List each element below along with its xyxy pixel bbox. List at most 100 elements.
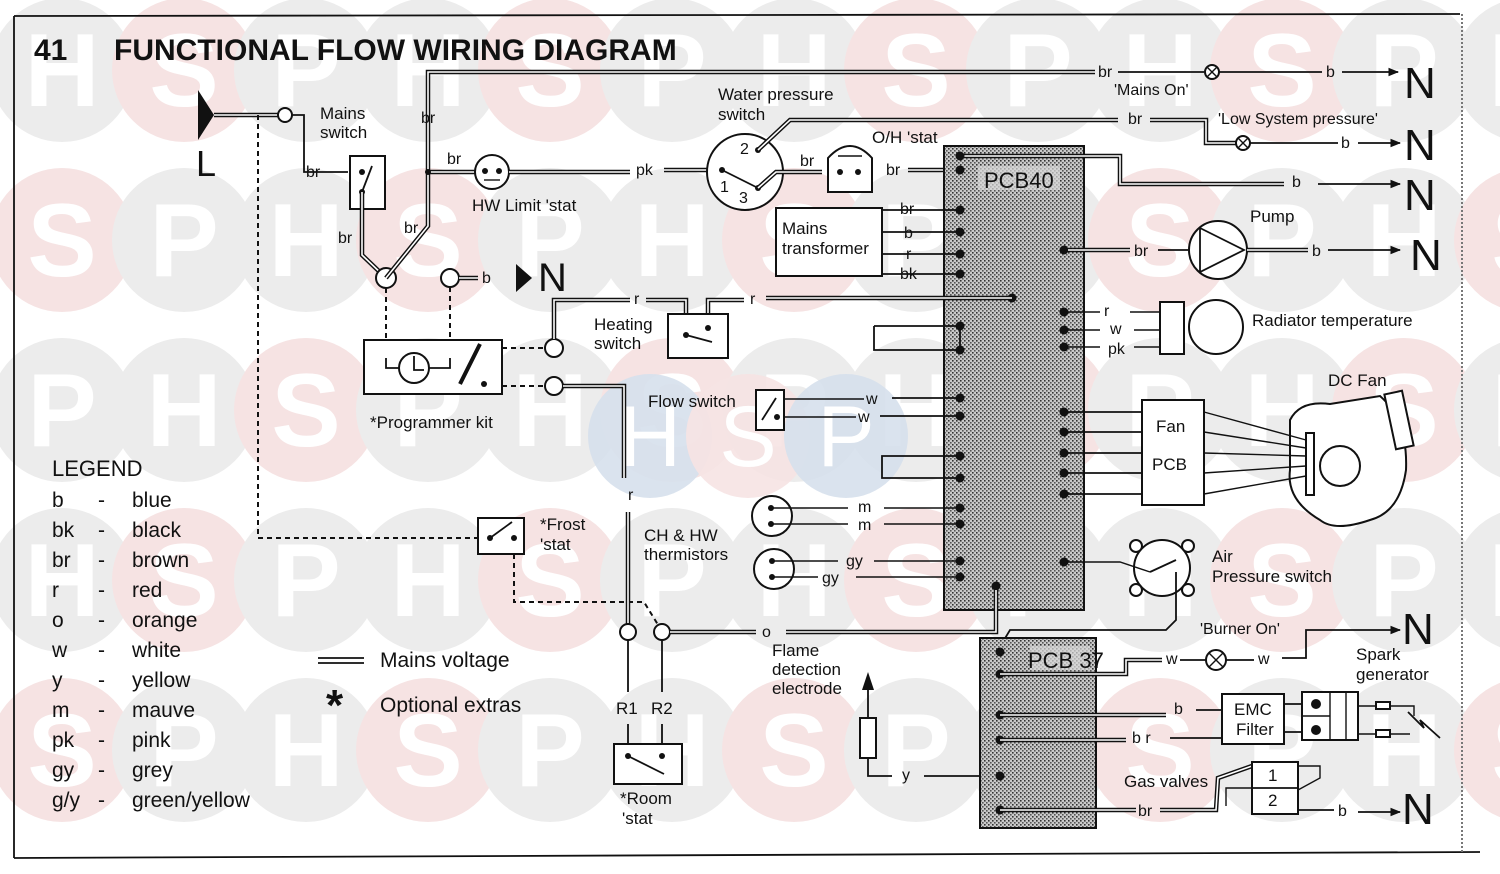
watermark-tile: H	[234, 168, 378, 312]
watermark-tile: S	[356, 678, 500, 822]
watermark-tile: H	[1088, 0, 1232, 142]
svg-text:thermistors: thermistors	[644, 545, 728, 564]
legend-separator: -	[98, 639, 105, 662]
watermark-tile: S	[112, 508, 256, 652]
svg-text:P: P	[881, 183, 950, 299]
watermark-tile: S	[1210, 508, 1354, 652]
svg-text:PCB40: PCB40	[984, 168, 1054, 193]
pcb40-terminal	[955, 151, 965, 161]
svg-text:H: H	[619, 389, 681, 485]
legend: LEGEND b-bluebk-blackbr-brownr-redo-oran…	[51, 456, 521, 812]
svg-text:P: P	[1491, 353, 1500, 469]
pcb37-terminal	[995, 647, 1005, 657]
legend-item: b-blue	[52, 489, 172, 512]
svg-text:switch: switch	[718, 105, 765, 124]
heating-switch: r r Heating switch	[551, 291, 1012, 359]
svg-text:S: S	[27, 693, 96, 809]
svg-text:N: N	[1404, 171, 1436, 220]
svg-text:*Room: *Room	[620, 789, 672, 808]
flame-detection-electrode: o Flame detection electrode y	[762, 590, 1000, 784]
legend-color-name: grey	[132, 759, 173, 782]
svg-text:N: N	[1404, 121, 1436, 170]
svg-text:br: br	[306, 164, 321, 181]
legend-separator: -	[98, 759, 105, 782]
svg-text:S: S	[515, 523, 584, 639]
svg-text:S: S	[27, 183, 96, 299]
oh-stat: O/H 'stat br	[827, 128, 958, 193]
legend-color-name: red	[132, 579, 162, 602]
svg-text:O/H 'stat: O/H 'stat	[872, 128, 938, 147]
svg-text:P: P	[515, 693, 584, 809]
watermark-tile: H	[356, 508, 500, 652]
radiator-temperature-sensor: r w pk Radiator temperature	[1064, 299, 1413, 358]
svg-text:H: H	[634, 183, 709, 299]
legend-color-name: yellow	[132, 669, 191, 692]
legend-separator: -	[98, 789, 105, 812]
diagram-title: FUNCTIONAL FLOW WIRING DIAGRAM	[114, 34, 677, 67]
page-frame	[13, 13, 1481, 859]
svg-text:R2: R2	[651, 699, 673, 718]
watermark-tile: S	[234, 338, 378, 482]
low-system-pressure-lamp: br b N 'Low System pressure'	[1128, 111, 1436, 170]
watermark-tile: H	[722, 508, 866, 652]
svg-text:br: br	[404, 220, 419, 237]
pcb40-terminal	[1059, 557, 1069, 567]
watermark-tile: H	[0, 0, 134, 142]
room-stat: R1 R2 *Room 'stat	[613, 623, 756, 828]
neutral-label: N	[1404, 59, 1436, 108]
svg-text:S: S	[881, 523, 950, 639]
svg-text:HW Limit 'stat: HW Limit 'stat	[472, 196, 577, 215]
legend-code: w	[51, 639, 68, 662]
pcb37-terminal	[995, 771, 1005, 781]
svg-text:P: P	[1247, 183, 1316, 299]
legend-code: y	[52, 669, 63, 692]
svg-text:w: w	[1109, 321, 1122, 338]
legend-separator: -	[98, 669, 105, 692]
svg-text:Water pressure: Water pressure	[718, 85, 834, 104]
svg-text:H: H	[1366, 693, 1441, 809]
legend-code: bk	[52, 519, 75, 542]
svg-text:CH & HW: CH & HW	[644, 526, 718, 545]
svg-text:electrode: electrode	[772, 679, 842, 698]
spark-icon	[1407, 711, 1441, 739]
svg-text:Flow switch: Flow switch	[648, 392, 736, 411]
pcb40-terminal	[955, 165, 965, 175]
svg-text:b: b	[1174, 701, 1183, 718]
legend-color-name: pink	[132, 729, 171, 752]
ch-hw-thermistors: r CH & HW thermistors m m gy gy	[625, 487, 960, 624]
svg-text:br: br	[1098, 64, 1113, 81]
legend-item: br-brown	[52, 549, 189, 572]
svg-text:Fan: Fan	[1156, 417, 1185, 436]
live-terminal-icon	[198, 90, 214, 140]
svg-text:1: 1	[1268, 766, 1277, 785]
svg-text:br: br	[800, 153, 815, 170]
svg-text:'stat: 'stat	[622, 809, 653, 828]
svg-text:P: P	[27, 353, 96, 469]
legend-code: o	[52, 609, 64, 632]
svg-text:r: r	[628, 487, 634, 504]
svg-text:PCB 37: PCB 37	[1028, 648, 1104, 673]
svg-text:transformer: transformer	[782, 239, 869, 258]
svg-text:H: H	[1488, 523, 1500, 639]
svg-text:b: b	[1338, 803, 1347, 820]
svg-text:b r: b r	[1132, 730, 1151, 747]
svg-text:'Burner On': 'Burner On'	[1200, 621, 1280, 638]
svg-text:N: N	[538, 256, 567, 300]
legend-item: pk-pink	[52, 729, 171, 752]
svg-text:r: r	[750, 291, 756, 308]
svg-text:P: P	[1369, 13, 1438, 129]
svg-text:'Mains On': 'Mains On'	[1114, 82, 1189, 99]
legend-separator: -	[98, 609, 105, 632]
legend-item: g/y-green/yellow	[52, 789, 251, 812]
legend-separator: -	[98, 699, 105, 722]
watermark-tile: S	[722, 678, 866, 822]
watermark-tile: S	[0, 168, 134, 312]
svg-text:2: 2	[740, 141, 749, 158]
burner-on-lamp: w w N 'Burner On' Spark generator	[1000, 605, 1434, 684]
svg-text:pk: pk	[636, 162, 654, 179]
svg-text:H: H	[1488, 13, 1500, 129]
legend-code: br	[52, 549, 71, 572]
watermark-tile: S	[1454, 682, 1500, 818]
svg-text:Spark: Spark	[1356, 645, 1401, 664]
watermark-tile: P	[478, 678, 622, 822]
